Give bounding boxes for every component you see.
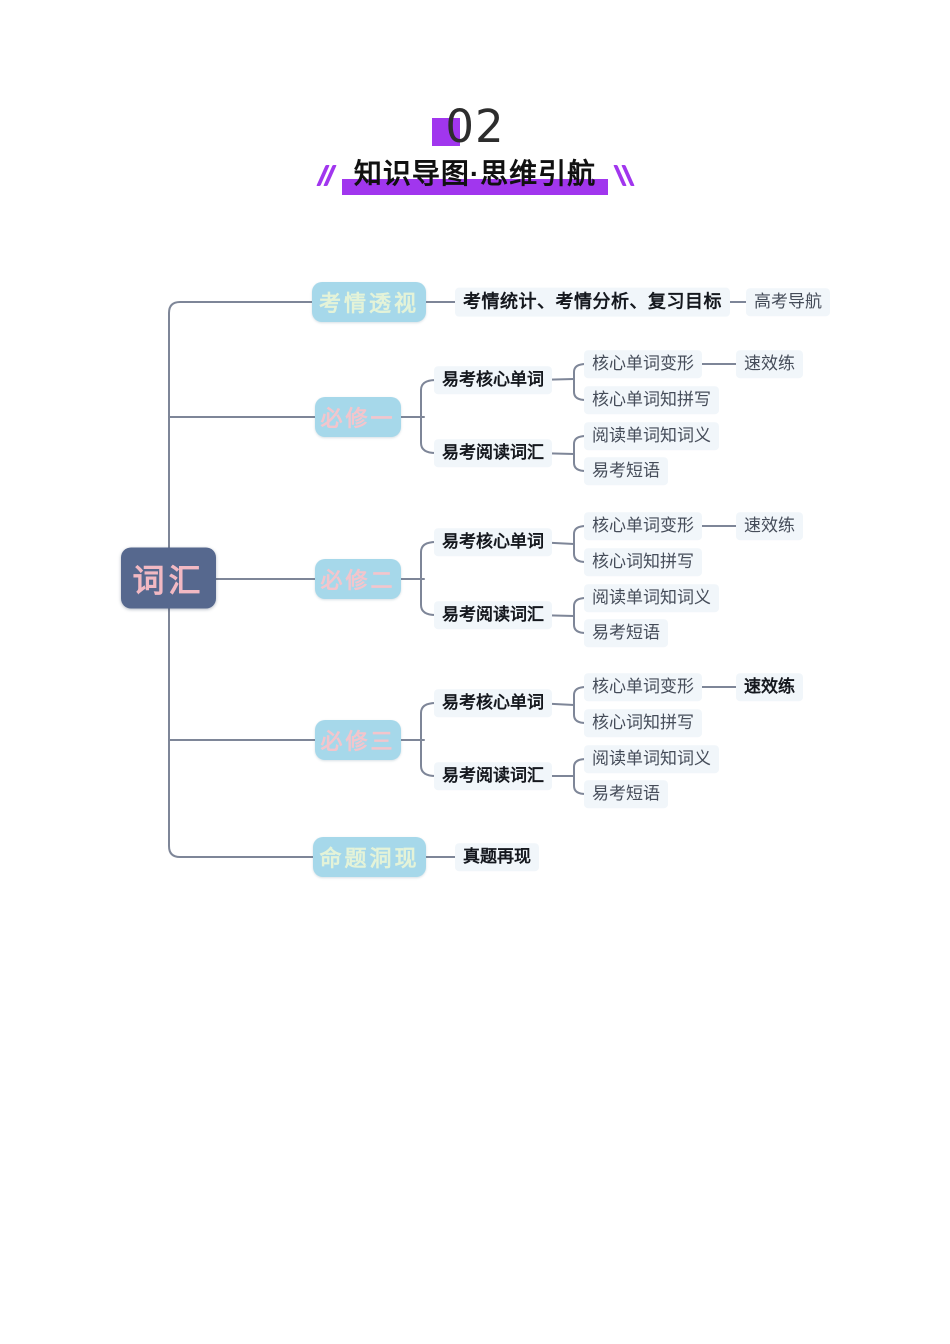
leaf-label: 速效练 (736, 512, 803, 540)
leaf-label: 阅读单词知词义 (584, 422, 719, 450)
leaf-label: 易考核心单词 (434, 689, 552, 717)
title-highlight-bar (341, 179, 609, 195)
leaf-label: 核心单词知拼写 (584, 386, 719, 414)
branch-book1: 必修一 (315, 397, 401, 437)
leaf-label: 速效练 (736, 350, 803, 378)
leaf-label: 速效练 (736, 673, 803, 701)
leaf-label: 核心单词变形 (584, 512, 702, 540)
leaf-label: 易考阅读词汇 (434, 601, 552, 629)
branch-question-trends: 命题洞现 (313, 837, 426, 877)
accent-square-icon (432, 118, 461, 146)
branch-book3: 必修三 (315, 720, 401, 760)
leaf-label: 高考导航 (746, 288, 830, 316)
title-row: 知识导图·思维引航 (0, 152, 950, 195)
leaf-label: 核心词知拼写 (584, 709, 702, 737)
branch-exam-insight: 考情透视 (312, 282, 426, 322)
mindmap-root: 词汇 (121, 547, 216, 609)
leaf-label: 阅读单词知词义 (584, 584, 719, 612)
title-wrap: 知识导图·思维引航 (341, 152, 609, 195)
leaf-label: 易考阅读词汇 (434, 762, 552, 790)
leaf-label: 考情统计、考情分析、复习目标 (455, 287, 730, 317)
leaf-label: 核心词知拼写 (584, 548, 702, 576)
leaf-label: 易考核心单词 (434, 528, 552, 556)
leaf-label: 易考阅读词汇 (434, 439, 552, 467)
leaf-label: 核心单词变形 (584, 350, 702, 378)
leaf-label: 易考短语 (584, 457, 668, 485)
branch-book2: 必修二 (315, 559, 401, 599)
page-title: 知识导图·思维引航 (353, 158, 597, 189)
leaf-label: 核心单词变形 (584, 673, 702, 701)
leaf-label: 易考核心单词 (434, 366, 552, 394)
leaf-label: 阅读单词知词义 (584, 745, 719, 773)
section-number: 02 (432, 100, 504, 153)
leaf-label: 易考短语 (584, 619, 668, 647)
leaf-label: 真题再现 (455, 843, 539, 871)
leaf-label: 易考短语 (584, 780, 668, 808)
section-header: 02 (0, 100, 950, 153)
